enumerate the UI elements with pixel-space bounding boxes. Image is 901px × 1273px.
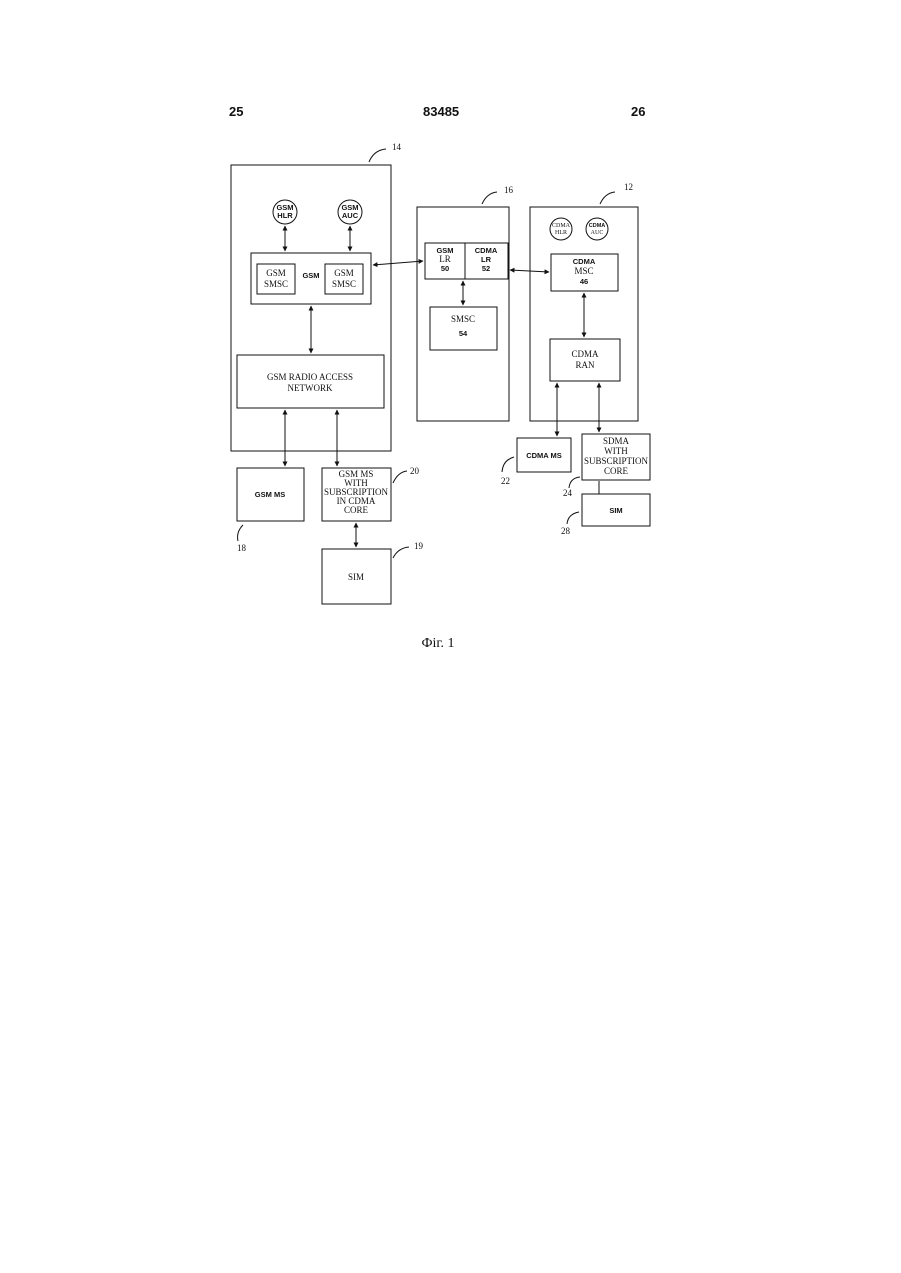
cdma-msc-label-2: MSC [574,266,593,276]
gsm-ran-label-2: NETWORK [288,383,333,393]
link-gsm-msc-lr [373,261,423,265]
leader-28 [567,512,579,524]
leader-18 [238,525,243,541]
ref-28: 28 [561,526,571,536]
gsm-smsc-b-label-2: SMSC [332,279,356,289]
cdma-lr-label-1: CDMA [475,246,498,255]
leader-24 [569,477,580,488]
cdma-lr-label-2: LR [481,255,492,264]
ref-20: 20 [410,466,420,476]
ref-12: 12 [624,182,633,192]
cdma-msc-label-3: 46 [580,277,588,286]
cdma-hlr-node [550,218,572,240]
cdma-ms-label: CDMA MS [526,451,562,460]
leader-19 [393,547,409,558]
cdma-ran-label-1: CDMA [571,349,599,359]
gsm-ms-label: GSM MS [255,490,285,499]
figure-caption: Фіг. 1 [421,636,454,651]
sdma-label-1: SDMA [603,436,630,446]
gsm-hlr-label-2: HLR [277,211,293,220]
cdma-auc-node [586,218,608,240]
ref-19: 19 [414,541,424,551]
ref-16: 16 [504,185,514,195]
cdma-hlr-label-1: CDMA [552,223,571,229]
sdma-label-2: WITH [604,446,628,456]
gsm-auc-label-2: AUC [342,211,359,220]
gsm-msc-label: GSM [302,271,319,280]
cdma-ran-label-2: RAN [575,360,595,370]
cdma-hlr-label-2: HLR [555,230,567,236]
cdma-msc-label-1: CDMA [573,257,596,266]
ref-24: 24 [563,488,573,498]
leader-16 [482,192,497,204]
cdma-auc-label-2: AUC [591,230,604,236]
gsm-smsc-b-label-1: GSM [334,268,354,278]
gsm-lr-label-2: LR [439,254,451,264]
leader-14 [369,149,386,162]
leader-22 [502,457,514,472]
sdma-label-4: CORE [604,466,629,476]
cdma-sim-label: SIM [609,506,622,515]
gsm-smsc-a-label-2: SMSC [264,279,288,289]
iwf-smsc-label-2: 54 [459,329,468,338]
sdma-label-3: SUBSCRIPTION [584,456,649,466]
cdma-auc-label-1: CDMA [589,223,606,229]
gsm-lr-label-3: 50 [441,264,449,273]
leader-12 [600,192,615,204]
ref-22: 22 [501,476,510,486]
gsm-sim-label: SIM [348,572,364,582]
gsm-ms-sub-label-5: CORE [344,505,369,515]
ref-14: 14 [392,142,402,152]
gsm-ran-label-1: GSM RADIO ACCESS [267,372,353,382]
leader-20 [393,471,407,483]
ref-18: 18 [237,543,247,553]
iwf-smsc-label-1: SMSC [451,314,475,324]
cdma-lr-label-3: 52 [482,264,490,273]
gsm-smsc-a-label-1: GSM [266,268,286,278]
